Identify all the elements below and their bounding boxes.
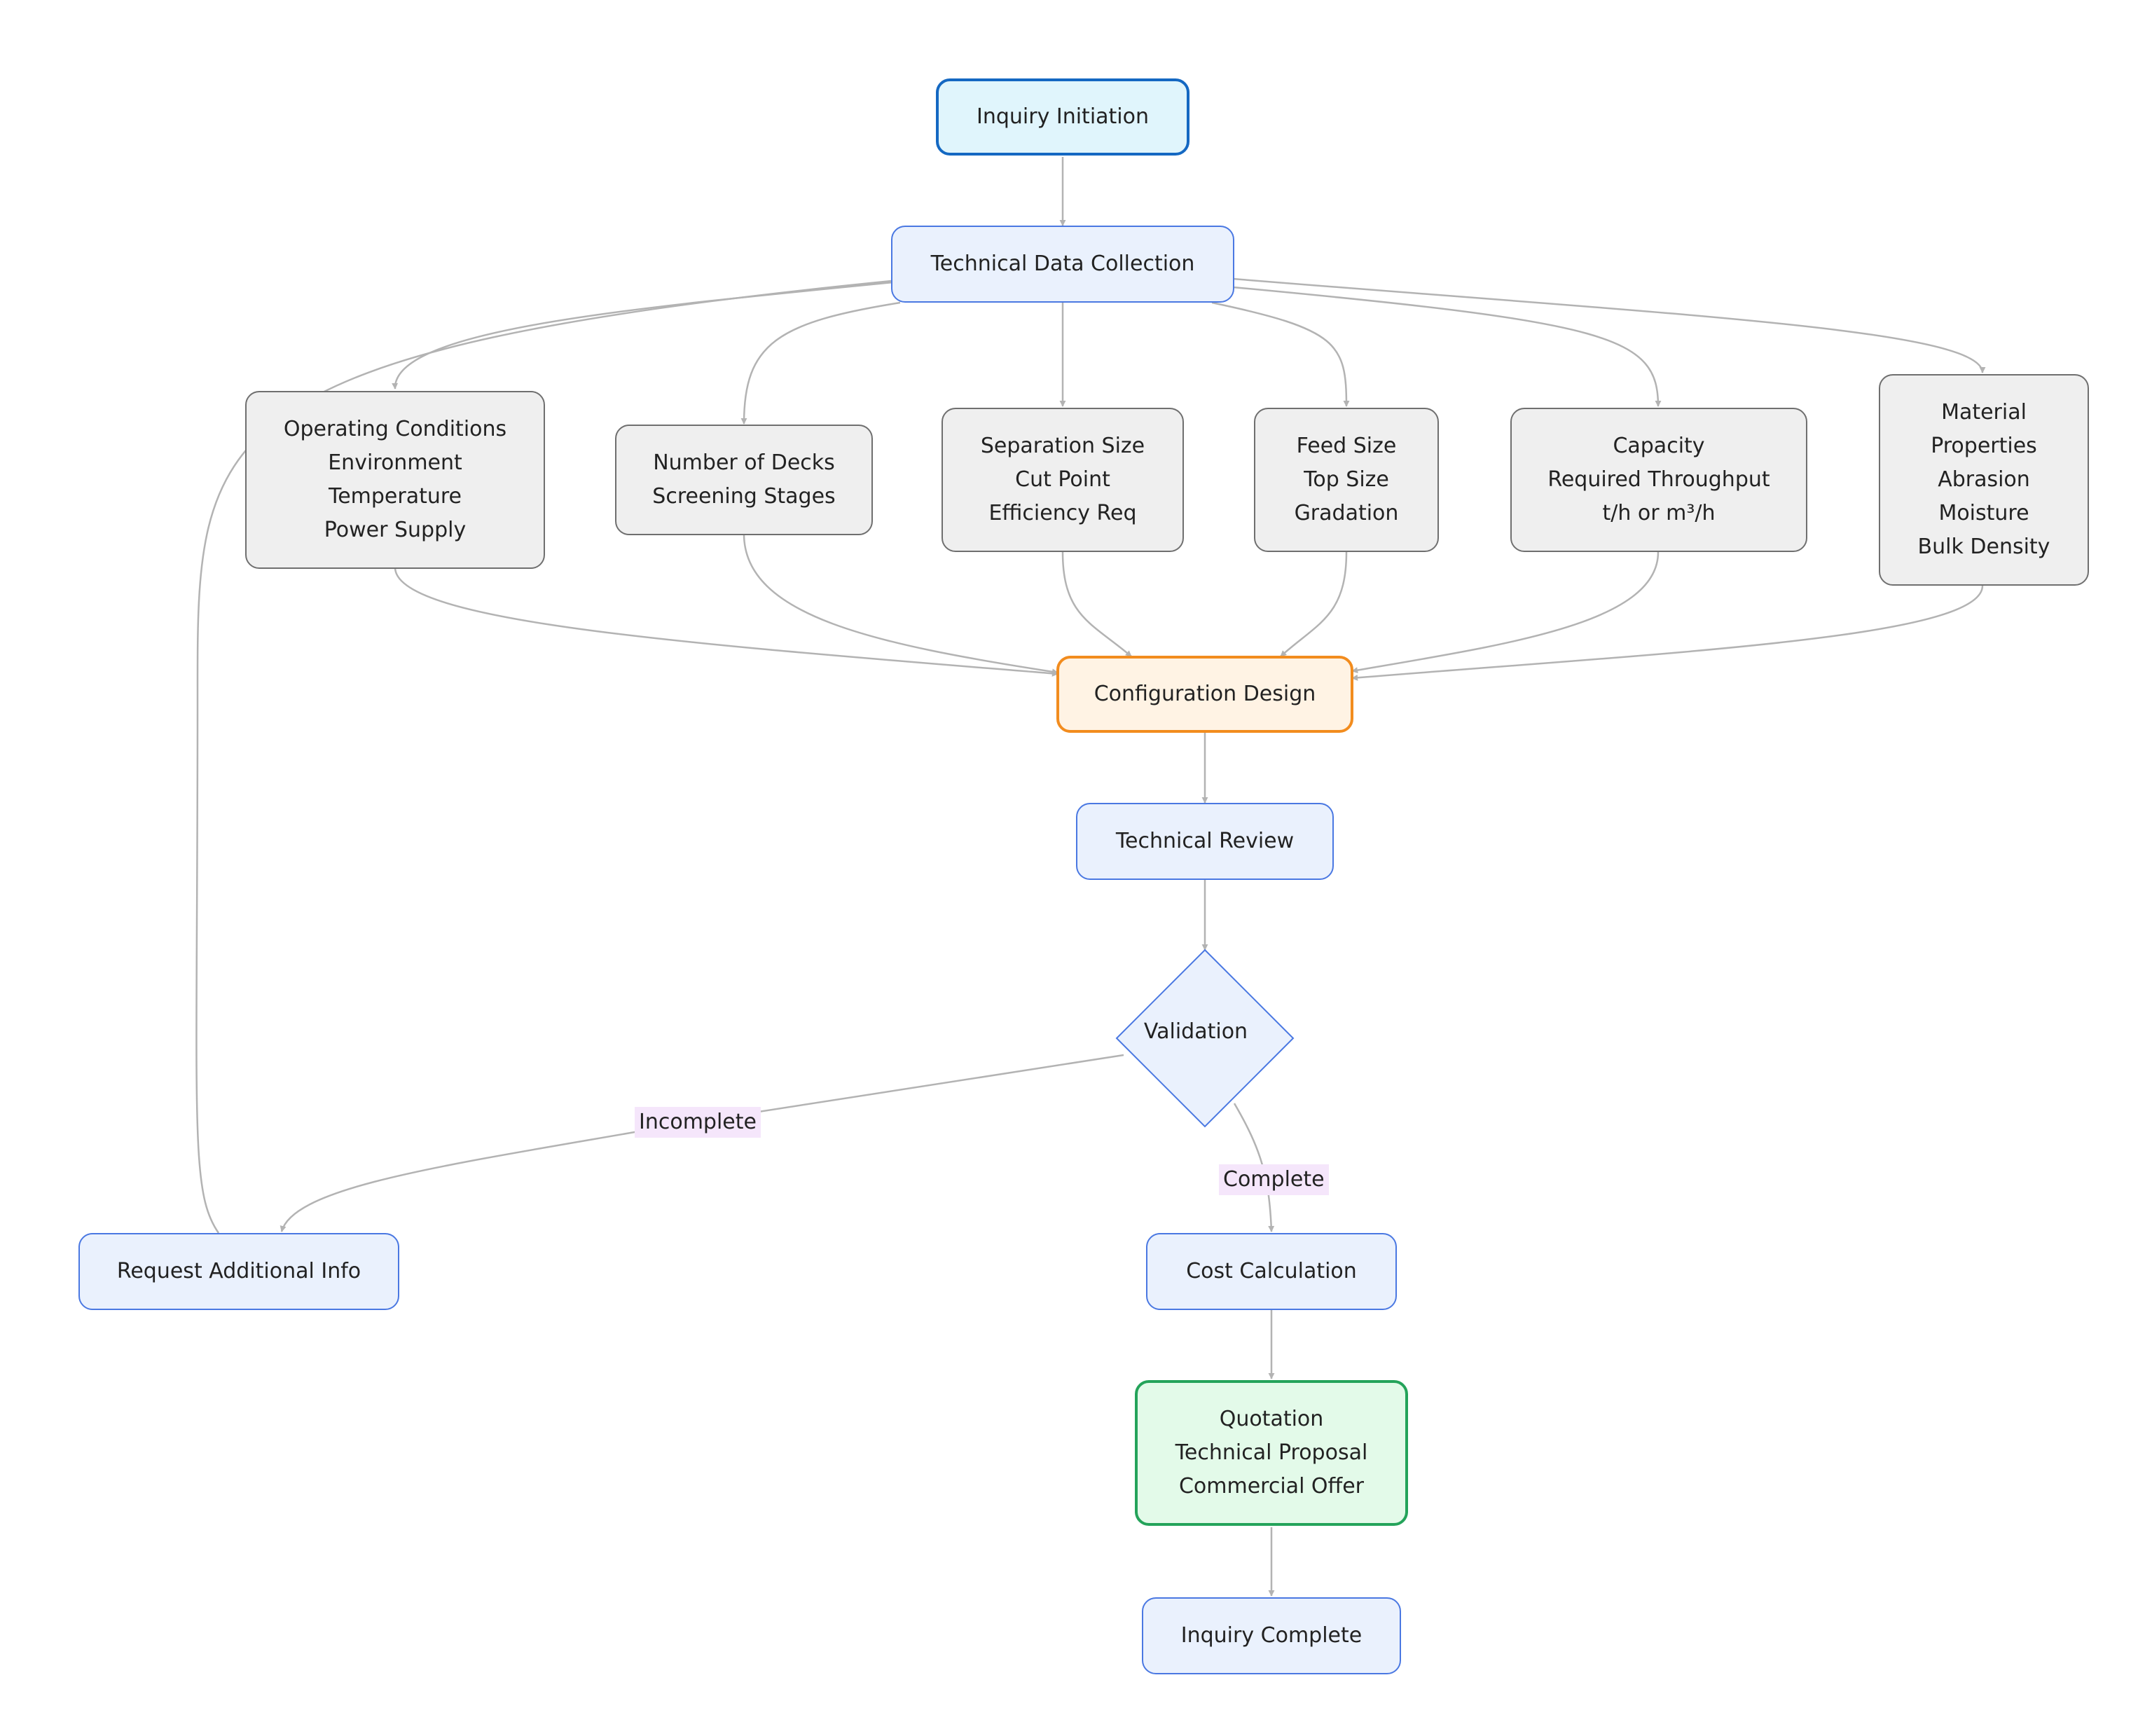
edge-validation-to-request-additional-info [280,1054,1124,1232]
number-of-decks-line: Screening Stages [652,484,836,509]
capacity-line: Required Throughput [1547,467,1770,492]
configuration-design-label: Configuration Design [1094,682,1316,706]
capacity-node[interactable]: Capacity Required Throughput t/h or m³/h [1510,408,1807,552]
inquiry-complete-label: Inquiry Complete [1180,1623,1363,1648]
request-additional-info-node[interactable]: Request Additional Info [78,1233,399,1310]
configuration-design-node[interactable]: Configuration Design [1056,656,1353,733]
edge-data-collection-to-operating-conditions [392,280,901,390]
edge-feed-size-to-configuration-design [1280,551,1348,657]
validation-diamond [1115,949,1295,1128]
separation-size-line: Efficiency Req [988,501,1137,525]
inquiry-initiation-label: Inquiry Initiation [976,104,1150,129]
validation-label: Validation [1143,1019,1248,1044]
material-properties-node[interactable]: Material Properties Abrasion Moisture Bu… [1879,374,2089,586]
edge-request-additional-info-to-data-collection [195,277,899,1234]
operating-conditions-line: Operating Conditions [283,417,507,441]
edge-validation-to-cost-calculation [1233,1103,1275,1232]
inquiry-complete-node[interactable]: Inquiry Complete [1142,1597,1401,1674]
separation-size-line: Cut Point [1015,467,1110,492]
operating-conditions-line: Power Supply [324,518,467,542]
edge-data-collection-to-material-properties [1232,277,1986,373]
feed-size-line: Top Size [1304,467,1389,492]
material-properties-line: Properties [1931,434,2037,458]
operating-conditions-line: Environment [328,450,462,475]
technical-data-collection-node[interactable]: Technical Data Collection [891,226,1234,303]
material-properties-line: Bulk Density [1917,535,2050,559]
edge-operating-conditions-to-configuration-design [394,567,1058,677]
quotation-node[interactable]: Quotation Technical Proposal Commercial … [1135,1380,1408,1526]
technical-data-collection-label: Technical Data Collection [930,252,1195,276]
technical-review-node[interactable]: Technical Review [1076,803,1334,880]
edge-separation-size-to-configuration-design [1061,551,1132,657]
capacity-line: Capacity [1613,434,1705,458]
incomplete-edge-label: Incomplete [635,1107,761,1138]
feed-size-node[interactable]: Feed Size Top Size Gradation [1254,408,1439,552]
inquiry-initiation-node[interactable]: Inquiry Initiation [936,78,1189,156]
cost-calculation-node[interactable]: Cost Calculation [1146,1233,1397,1310]
edge-data-collection-to-capacity [1232,286,1662,407]
operating-conditions-line: Temperature [328,484,462,509]
separation-size-line: Separation Size [980,434,1145,458]
quotation-line: Quotation [1219,1407,1324,1431]
edge-data-collection-to-feed-size [1211,301,1350,407]
number-of-decks-line: Number of Decks [653,450,835,475]
edge-number-of-decks-to-configuration-design [743,533,1058,675]
material-properties-line: Moisture [1938,501,2029,525]
edge-material-properties-to-configuration-design [1351,585,1984,681]
technical-review-label: Technical Review [1115,829,1295,853]
complete-edge-label: Complete [1219,1164,1329,1195]
capacity-line: t/h or m³/h [1602,501,1716,525]
feed-size-line: Gradation [1294,501,1399,525]
quotation-line: Technical Proposal [1175,1440,1368,1465]
number-of-decks-node[interactable]: Number of Decks Screening Stages [615,425,873,535]
edge-capacity-to-configuration-design [1351,551,1660,674]
material-properties-line: Abrasion [1938,467,2030,492]
operating-conditions-node[interactable]: Operating Conditions Environment Tempera… [245,391,545,569]
feed-size-line: Feed Size [1296,434,1397,458]
edge-data-collection-to-number-of-decks [740,301,901,425]
material-properties-line: Material [1941,400,2027,425]
quotation-line: Commercial Offer [1178,1474,1365,1499]
separation-size-node[interactable]: Separation Size Cut Point Efficiency Req [942,408,1184,552]
request-additional-info-label: Request Additional Info [116,1259,361,1283]
cost-calculation-label: Cost Calculation [1186,1259,1357,1283]
